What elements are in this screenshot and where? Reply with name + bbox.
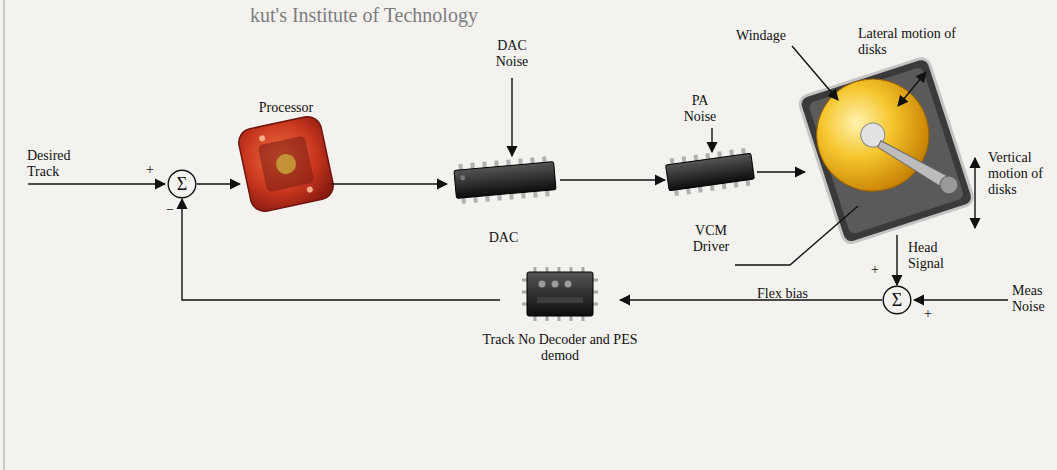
noise-label: PA Noise [675,93,725,125]
noise-arrow [511,78,512,156]
sign-label: + [924,306,938,322]
block-label: Track No Decoder and PES demod [480,332,640,364]
block-label: VCM Driver [676,223,746,255]
summing-junction: Σ [882,285,912,315]
disturbance-label: Windage [736,28,806,44]
disturbance-label: Flex bias [757,286,837,302]
noise-arrow [914,299,1008,300]
dac-chip: DAC [447,160,560,200]
summing-junction: Σ [167,169,197,199]
noise-label: DAC Noise [482,38,542,70]
signal-connector [896,235,897,285]
input-arrow [28,183,165,184]
scan-edge [3,0,5,470]
signal-connector [620,299,882,300]
motion-arrow [974,158,975,228]
signal-connector [197,183,240,184]
signal-connector [182,199,500,300]
decoder-chip: Track No Decoder and PES demod [500,268,620,320]
leader-arrow [792,46,838,100]
block-label: DAC [474,230,534,246]
vcm-driver-illustration [665,147,755,197]
motion-arrow [898,72,926,106]
signal-label: Head Signal [908,240,968,272]
disturbance-label: Lateral motion of disks [858,26,973,58]
noise-label: Meas Noise [1012,283,1054,315]
input-label: Desired Track [27,148,97,180]
decoder-illustration [522,267,598,321]
block-label: Processor [241,100,331,116]
processor-chip: Processor [240,118,332,210]
sign-label: + [871,262,885,278]
watermark: kut's Institute of Technology [250,4,550,26]
vcm-driver-chip: VCM Driver [665,150,757,195]
hard-disk-drive [805,65,965,235]
signal-connector [560,179,665,180]
processor-illustration [236,114,336,214]
signal-connector [757,171,805,172]
leader-line [735,206,858,265]
sum-symbol: Σ [167,169,197,199]
sign-label: + [146,162,160,178]
signal-connector [332,183,447,184]
disturbance-label: Vertical motion of disks [988,150,1046,198]
noise-arrow [711,128,712,152]
sum-symbol: Σ [882,285,912,315]
sign-label: − [166,202,180,218]
dac-illustration [453,156,556,205]
